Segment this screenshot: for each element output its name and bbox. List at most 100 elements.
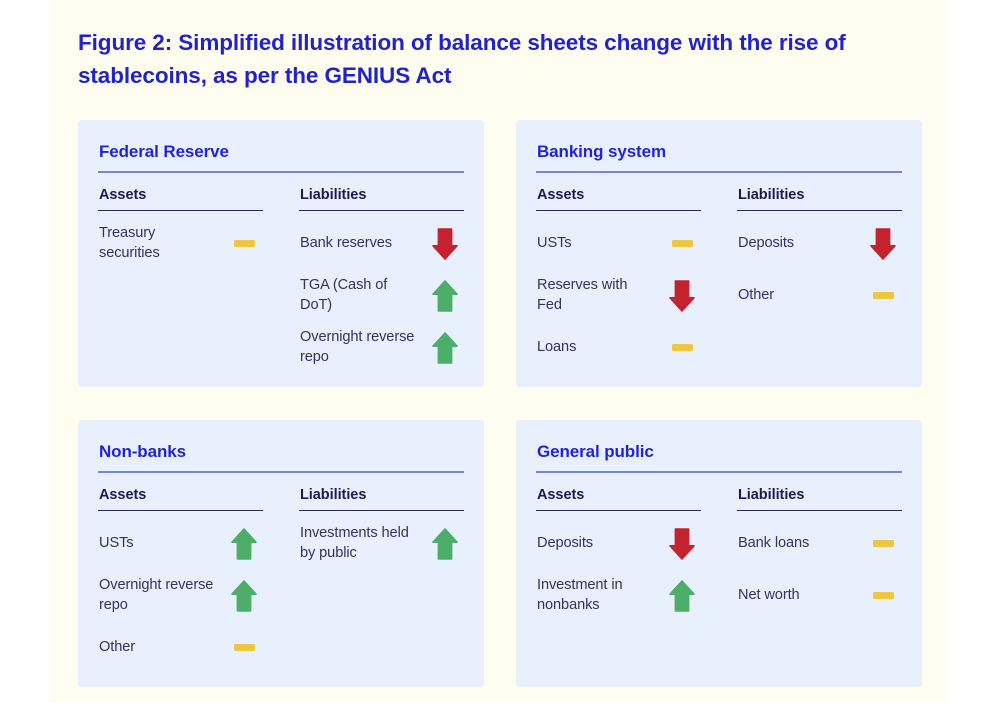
column-rule <box>299 509 464 511</box>
balance-sheet-row: Overnight reverse repo <box>299 322 464 374</box>
neutral-dash-icon <box>868 527 898 561</box>
column-header-assets: Assets <box>99 486 147 503</box>
column-rule <box>536 509 701 511</box>
arrow-up-glyph <box>432 280 458 312</box>
column-header-liabilities: Liabilities <box>300 486 367 503</box>
row-label: Other <box>99 639 135 656</box>
arrow-down-icon <box>667 279 697 313</box>
row-label: Reserves with Fed <box>537 277 628 313</box>
column-rule <box>737 509 902 511</box>
row-label: TGA (Cash of DoT) <box>300 277 388 313</box>
column-header-assets: Assets <box>537 186 585 203</box>
balance-sheet-row: Deposits <box>536 518 701 570</box>
column-header-assets: Assets <box>537 486 585 503</box>
neutral-dash-icon <box>667 331 697 365</box>
balance-sheet-row: Other <box>737 270 902 322</box>
arrow-down-icon <box>430 227 460 261</box>
row-label: Bank loans <box>738 535 810 552</box>
row-list-liabilities: Investments held by public <box>299 518 464 570</box>
neutral-dash-bar <box>671 240 693 248</box>
row-label: Loans <box>537 339 577 356</box>
row-label: Net worth <box>738 587 800 604</box>
neutral-dash-bar <box>233 644 255 652</box>
column-rule <box>98 509 263 511</box>
row-label: Other <box>738 287 774 304</box>
card-rule <box>98 471 464 473</box>
balance-sheet-row: Other <box>98 622 263 674</box>
row-label: USTs <box>99 535 134 552</box>
column-header-liabilities: Liabilities <box>738 486 805 503</box>
neutral-dash-bar <box>872 292 894 300</box>
card-title: Non-banks <box>99 442 186 461</box>
arrow-up-glyph <box>669 580 695 612</box>
row-label: Overnight reverse repo <box>300 329 415 365</box>
balance-sheet-row: Overnight reverse repo <box>98 570 263 622</box>
balance-sheet-row: Deposits <box>737 218 902 270</box>
neutral-dash-bar <box>872 592 894 600</box>
neutral-dash-bar <box>233 240 255 248</box>
arrow-up-icon <box>229 527 259 561</box>
row-label: Overnight reverse repo <box>99 577 214 613</box>
row-label: Bank reserves <box>300 235 392 252</box>
arrow-down-glyph <box>432 228 458 260</box>
card-title: Federal Reserve <box>99 142 229 161</box>
balance-sheet-row: Loans <box>536 322 701 374</box>
column-rule <box>98 209 263 211</box>
neutral-dash-icon <box>229 631 259 665</box>
balance-sheet-row: USTs <box>536 218 701 270</box>
arrow-up-icon <box>667 579 697 613</box>
column-header-liabilities: Liabilities <box>738 186 805 203</box>
row-label: Deposits <box>738 235 794 252</box>
balance-sheet-row: Bank reserves <box>299 218 464 270</box>
row-label: Treasury securities <box>99 225 160 261</box>
card-title: General public <box>537 442 654 461</box>
arrow-down-glyph <box>669 528 695 560</box>
column-header-assets: Assets <box>99 186 147 203</box>
arrow-down-glyph <box>669 280 695 312</box>
arrow-up-glyph <box>231 580 257 612</box>
balance-sheet-row: USTs <box>98 518 263 570</box>
arrow-up-glyph <box>432 528 458 560</box>
row-label: Investment in nonbanks <box>537 577 623 613</box>
row-label: Investments held by public <box>300 525 409 561</box>
neutral-dash-bar <box>671 344 693 352</box>
column-rule <box>737 209 902 211</box>
figure-title: Figure 2: Simplified illustration of bal… <box>78 30 846 88</box>
arrow-up-icon <box>430 279 460 313</box>
arrow-up-glyph <box>231 528 257 560</box>
arrow-down-icon <box>667 527 697 561</box>
row-list-assets: Treasury securities <box>98 218 263 270</box>
balance-sheet-row: Net worth <box>737 570 902 622</box>
arrow-up-icon <box>430 331 460 365</box>
arrow-up-glyph <box>432 332 458 364</box>
neutral-dash-bar <box>872 540 894 548</box>
neutral-dash-icon <box>868 279 898 313</box>
neutral-dash-icon <box>868 579 898 613</box>
neutral-dash-icon <box>229 227 259 261</box>
card-title: Banking system <box>537 142 666 161</box>
balance-sheet-row: Bank loans <box>737 518 902 570</box>
balance-sheet-row: Investments held by public <box>299 518 464 570</box>
neutral-dash-icon <box>667 227 697 261</box>
card-rule <box>536 471 902 473</box>
